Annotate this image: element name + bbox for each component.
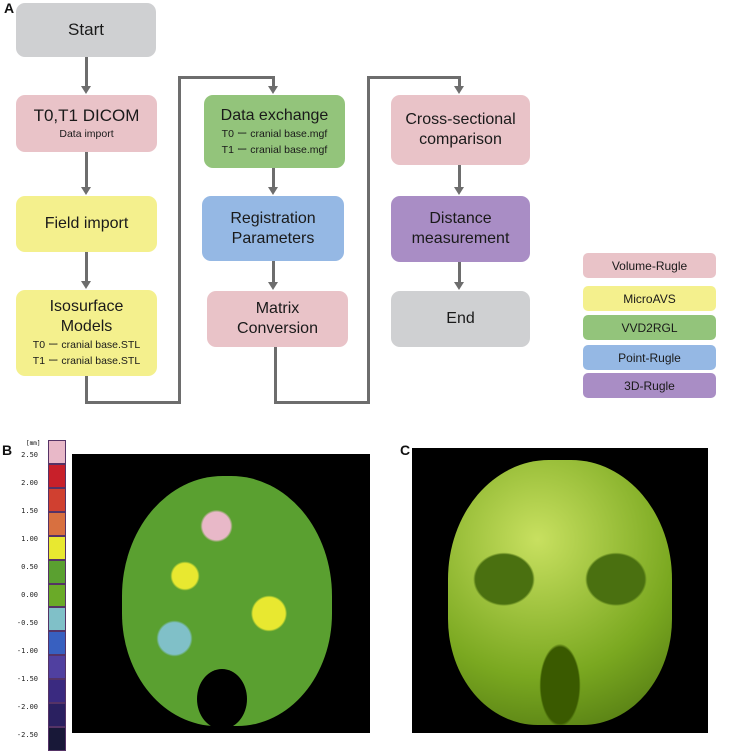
panel-label-c: C — [400, 442, 411, 458]
colorbar-tick-label: -1.00 — [16, 647, 38, 655]
flow-data-exchange: Data exchange T0 ー cranial base.mgf T1 ー… — [204, 95, 345, 168]
colorbar-segment — [48, 535, 66, 560]
box-sub: T1 ー cranial base.mgf — [221, 143, 328, 156]
panel-label-b: B — [2, 442, 13, 458]
colorbar-tick-label: -2.00 — [16, 703, 38, 711]
connector — [458, 165, 461, 188]
colorbar-segment — [48, 511, 66, 536]
box-sub: T0 ー cranial base.mgf — [221, 127, 328, 140]
connector — [274, 347, 277, 404]
box-sub: T0 ー cranial base.STL — [32, 339, 141, 351]
box-title: Registration — [230, 209, 316, 227]
legend-point-rugle: Point-Rugle — [583, 345, 716, 370]
flow-matrix: Matrix Conversion — [207, 291, 348, 347]
colorbar-tick-label: 0.00 — [21, 591, 38, 599]
panel-label-a: A — [4, 0, 15, 16]
colorbar-segment — [48, 440, 66, 464]
arrow-icon — [268, 86, 278, 94]
flow-end: End — [391, 291, 530, 347]
colorbar-tick-label: -0.50 — [16, 619, 38, 627]
colorbar-tick-label: 2.00 — [21, 479, 38, 487]
color-map-image — [72, 454, 370, 733]
connector — [85, 401, 181, 404]
colorbar-tick-label: 1.50 — [21, 507, 38, 515]
colorbar-segment — [48, 463, 66, 488]
box-title: Field import — [44, 215, 129, 232]
connector — [458, 76, 461, 87]
box-title: measurement — [411, 230, 510, 247]
arrow-icon — [81, 86, 91, 94]
box-sub: Data import — [59, 127, 114, 140]
arrow-icon — [268, 282, 278, 290]
colorbar-tick-label: -2.50 — [16, 731, 38, 739]
box-title: Models — [60, 318, 113, 335]
box-title: T0,T1 DICOM — [33, 105, 140, 125]
box-title: Start — [68, 20, 104, 39]
legend-microavs: MicroAVS — [583, 286, 716, 311]
flow-cross-sectional: Cross-sectional comparison — [391, 95, 530, 165]
legend-vvd2rgl: VVD2RGL — [583, 315, 716, 340]
box-title: Matrix — [255, 300, 300, 317]
box-title: Data exchange — [220, 106, 329, 124]
colorbar-unit: [mm] — [26, 440, 41, 447]
arrow-icon — [454, 86, 464, 94]
colorbar-tick-label: -1.50 — [16, 675, 38, 683]
colorbar-segment — [48, 727, 66, 751]
connector — [367, 76, 370, 404]
box-title: Distance — [429, 210, 492, 227]
colorbar-segment — [48, 559, 66, 584]
connector — [272, 76, 275, 87]
flow-isosurface: Isosurface Models T0 ー cranial base.STL … — [16, 290, 157, 376]
colorbar-segment — [48, 703, 66, 728]
flow-field-import: Field import — [16, 196, 157, 252]
arrow-icon — [81, 187, 91, 195]
colorbar-tick-label: 2.50 — [21, 451, 38, 459]
box-title: Cross-sectional — [405, 111, 516, 128]
skull-3d-model — [448, 460, 672, 725]
arrow-icon — [81, 281, 91, 289]
superimposition-image — [412, 448, 708, 733]
arrow-icon — [454, 282, 464, 290]
connector — [367, 76, 461, 79]
colorbar-segment — [48, 679, 66, 704]
arrow-icon — [454, 187, 464, 195]
connector — [85, 152, 88, 188]
box-title: End — [446, 310, 475, 327]
colorbar-segment — [48, 487, 66, 512]
flow-dicom: T0,T1 DICOM Data import — [16, 95, 157, 152]
colorbar-segment — [48, 631, 66, 656]
arrow-icon — [268, 187, 278, 195]
foramen-magnum — [197, 669, 247, 729]
legend-3d-rugle: 3D-Rugle — [583, 373, 716, 398]
flow-start: Start — [16, 3, 156, 57]
box-title: comparison — [419, 131, 502, 148]
legend-volume-rugle: Volume-Rugle — [583, 253, 716, 278]
connector — [272, 168, 275, 188]
box-sub: T1 ー cranial base.STL — [32, 355, 141, 367]
connector — [274, 401, 370, 404]
connector — [272, 261, 275, 283]
colorbar-tick-label: 0.50 — [21, 563, 38, 571]
connector — [458, 262, 461, 283]
colorbar-segment — [48, 583, 66, 608]
connector — [178, 76, 275, 79]
box-title: Parameters — [231, 229, 315, 247]
connector — [85, 376, 88, 404]
box-title: Conversion — [237, 320, 318, 337]
box-title: Isosurface — [49, 298, 124, 315]
flow-registration: Registration Parameters — [202, 196, 344, 261]
connector — [85, 57, 88, 87]
connector — [178, 76, 181, 404]
colorbar-tick-label: 1.00 — [21, 535, 38, 543]
connector — [85, 252, 88, 282]
colorbar-segment — [48, 655, 66, 680]
flow-distance: Distance measurement — [391, 196, 530, 262]
colorbar-segment — [48, 607, 66, 632]
